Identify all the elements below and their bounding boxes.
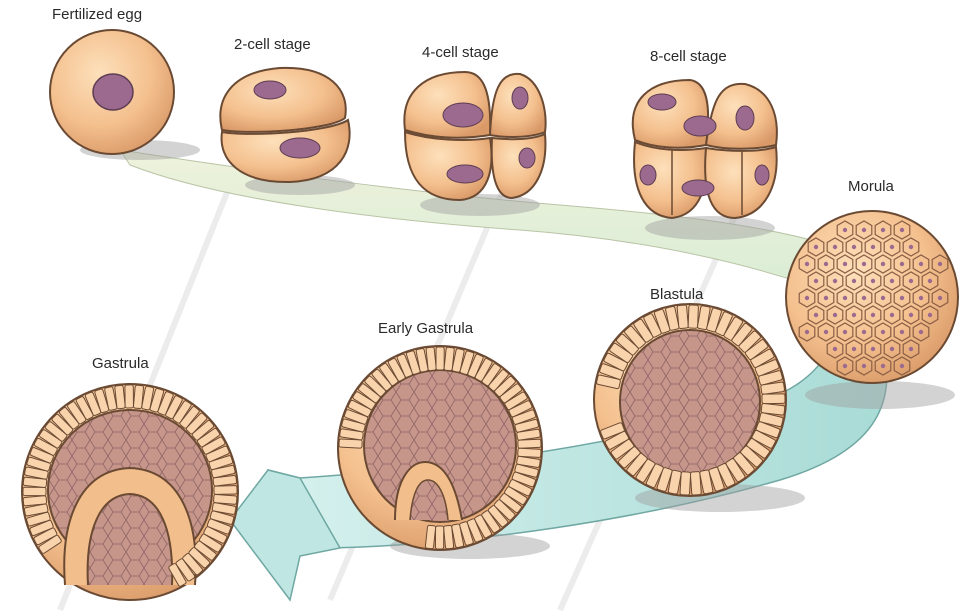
epithelial-cell [680, 472, 691, 495]
cell-nucleus [862, 262, 866, 266]
label-blastula: Blastula [650, 286, 703, 303]
cell-nucleus [881, 364, 885, 368]
epithelial-cell [23, 487, 46, 495]
cell-nucleus [881, 262, 885, 266]
cell-nucleus [871, 245, 875, 249]
epithelial-cell [426, 347, 436, 371]
cell-nucleus [843, 228, 847, 232]
four-cell-embryo [404, 72, 545, 200]
cell-nucleus [862, 364, 866, 368]
cell-nucleus [900, 228, 904, 232]
epithelial-cell [690, 472, 701, 496]
cell-nucleus [862, 296, 866, 300]
cell-nucleus [862, 330, 866, 334]
eight-cell-embryo [633, 80, 777, 218]
epithelial-cell [115, 385, 126, 409]
cell-nucleus [833, 245, 837, 249]
cell-nucleus [824, 296, 828, 300]
cell-nucleus [824, 262, 828, 266]
cell-nucleus [928, 313, 932, 317]
cell-nucleus [814, 245, 818, 249]
cell-nucleus [928, 279, 932, 283]
cell-nucleus [919, 296, 923, 300]
gastrula [22, 384, 238, 600]
cell-nucleus [852, 347, 856, 351]
cell-nucleus [805, 296, 809, 300]
epithelial-cell [443, 525, 453, 549]
cell-nucleus [909, 347, 913, 351]
epithelial-cell [688, 305, 698, 328]
cell-nucleus [909, 313, 913, 317]
label-gastrula: Gastrula [92, 355, 149, 372]
cell-nucleus [900, 296, 904, 300]
label-early-gastrula: Early Gastrula [378, 320, 473, 337]
cell-nucleus [833, 279, 837, 283]
cell-nucleus [814, 279, 818, 283]
cell-nucleus [900, 330, 904, 334]
epithelial-cell [214, 486, 237, 495]
cell-nucleus [871, 313, 875, 317]
cell-nucleus [909, 245, 913, 249]
cell-nucleus [814, 313, 818, 317]
cell-nucleus [843, 330, 847, 334]
cell-nucleus [843, 262, 847, 266]
cell-nucleus [881, 330, 885, 334]
cell-nucleus [890, 279, 894, 283]
cell-nucleus [862, 228, 866, 232]
cell-nucleus [852, 279, 856, 283]
cell-nucleus [890, 347, 894, 351]
cell-nucleus [843, 364, 847, 368]
cell-nucleus [881, 296, 885, 300]
label-fertilized-egg: Fertilized egg [52, 6, 142, 23]
cell-nucleus [890, 313, 894, 317]
epithelial-cell [518, 439, 541, 448]
label-4-cell-stage: 4-cell stage [422, 44, 499, 61]
cell-nucleus [871, 347, 875, 351]
morula [786, 211, 958, 383]
epithelial-cell [425, 525, 436, 549]
cell-nucleus [919, 262, 923, 266]
two-cell-embryo [220, 68, 349, 182]
label-morula: Morula [848, 178, 894, 195]
cell-nucleus [833, 347, 837, 351]
cell-nucleus [852, 245, 856, 249]
nucleus [93, 74, 133, 110]
cell-nucleus [824, 330, 828, 334]
cell-nucleus [852, 313, 856, 317]
cell-nucleus [938, 296, 942, 300]
epithelial-cell [339, 439, 362, 448]
cell-nucleus [805, 262, 809, 266]
cell-nucleus [890, 245, 894, 249]
cell-nucleus [881, 228, 885, 232]
epithelial-cell [125, 385, 134, 408]
epithelial-cell [762, 394, 785, 404]
cell-nucleus [805, 330, 809, 334]
early-gastrula [338, 346, 542, 550]
cell-nucleus [919, 330, 923, 334]
cell-nucleus [900, 262, 904, 266]
blastula [594, 304, 786, 496]
cell-nucleus [938, 262, 942, 266]
epithelial-cell [23, 496, 47, 506]
cell-nucleus [843, 296, 847, 300]
cell-nucleus [900, 364, 904, 368]
epithelial-cell [436, 347, 444, 370]
cell-nucleus [871, 279, 875, 283]
label-2-cell-stage: 2-cell stage [234, 36, 311, 53]
cell-nucleus [833, 313, 837, 317]
fertilized-egg [50, 30, 174, 154]
label-8-cell-stage: 8-cell stage [650, 48, 727, 65]
epithelial-cell [435, 526, 443, 549]
epithelial-cell [677, 305, 688, 329]
cell-nucleus [909, 279, 913, 283]
